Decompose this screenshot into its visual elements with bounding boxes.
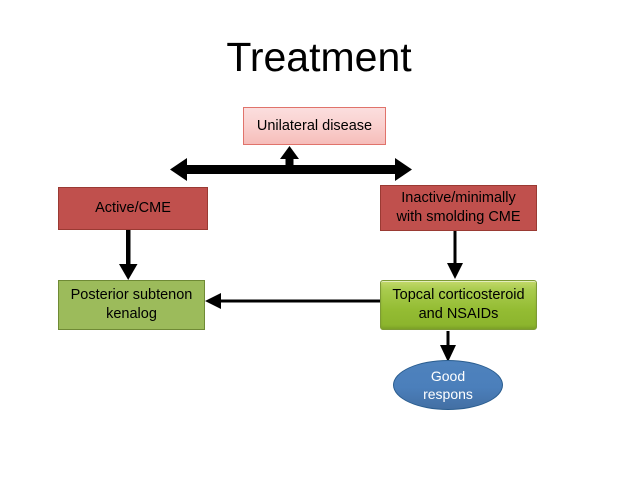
topical-to-kenalog-arrow-icon (205, 293, 380, 309)
topical-to-good-response-arrow-icon (440, 331, 456, 362)
node-good-response-label: Good respons (423, 368, 473, 402)
page-title: Treatment (226, 34, 412, 80)
node-posterior-subtenon-kenalog-label: Posterior subtenon kenalog (70, 287, 193, 322)
inactive-to-topical-arrow-icon (447, 231, 463, 279)
node-inactive-minimal-cme[interactable]: Inactive/minimally with smolding CME (380, 185, 537, 231)
double-headed-branch-arrow-icon (170, 158, 412, 181)
node-active-cme[interactable]: Active/CME (58, 187, 208, 230)
unilateral-stem-arrow-icon (280, 146, 299, 173)
node-active-cme-label: Active/CME (95, 200, 171, 216)
node-inactive-minimal-cme-label: Inactive/minimally with smolding CME (396, 190, 521, 225)
node-topical-corticosteroid-nsaids[interactable]: Topcal corticosteroid and NSAIDs (380, 280, 537, 330)
node-unilateral-disease-label: Unilateral disease (256, 117, 373, 134)
node-posterior-subtenon-kenalog[interactable]: Posterior subtenon kenalog (58, 280, 205, 330)
node-good-response[interactable]: Good respons (393, 360, 503, 410)
active-to-kenalog-arrow-icon (119, 230, 138, 280)
node-topical-corticosteroid-nsaids-label: Topcal corticosteroid and NSAIDs (392, 287, 525, 322)
node-unilateral-disease[interactable]: Unilateral disease (243, 107, 386, 145)
